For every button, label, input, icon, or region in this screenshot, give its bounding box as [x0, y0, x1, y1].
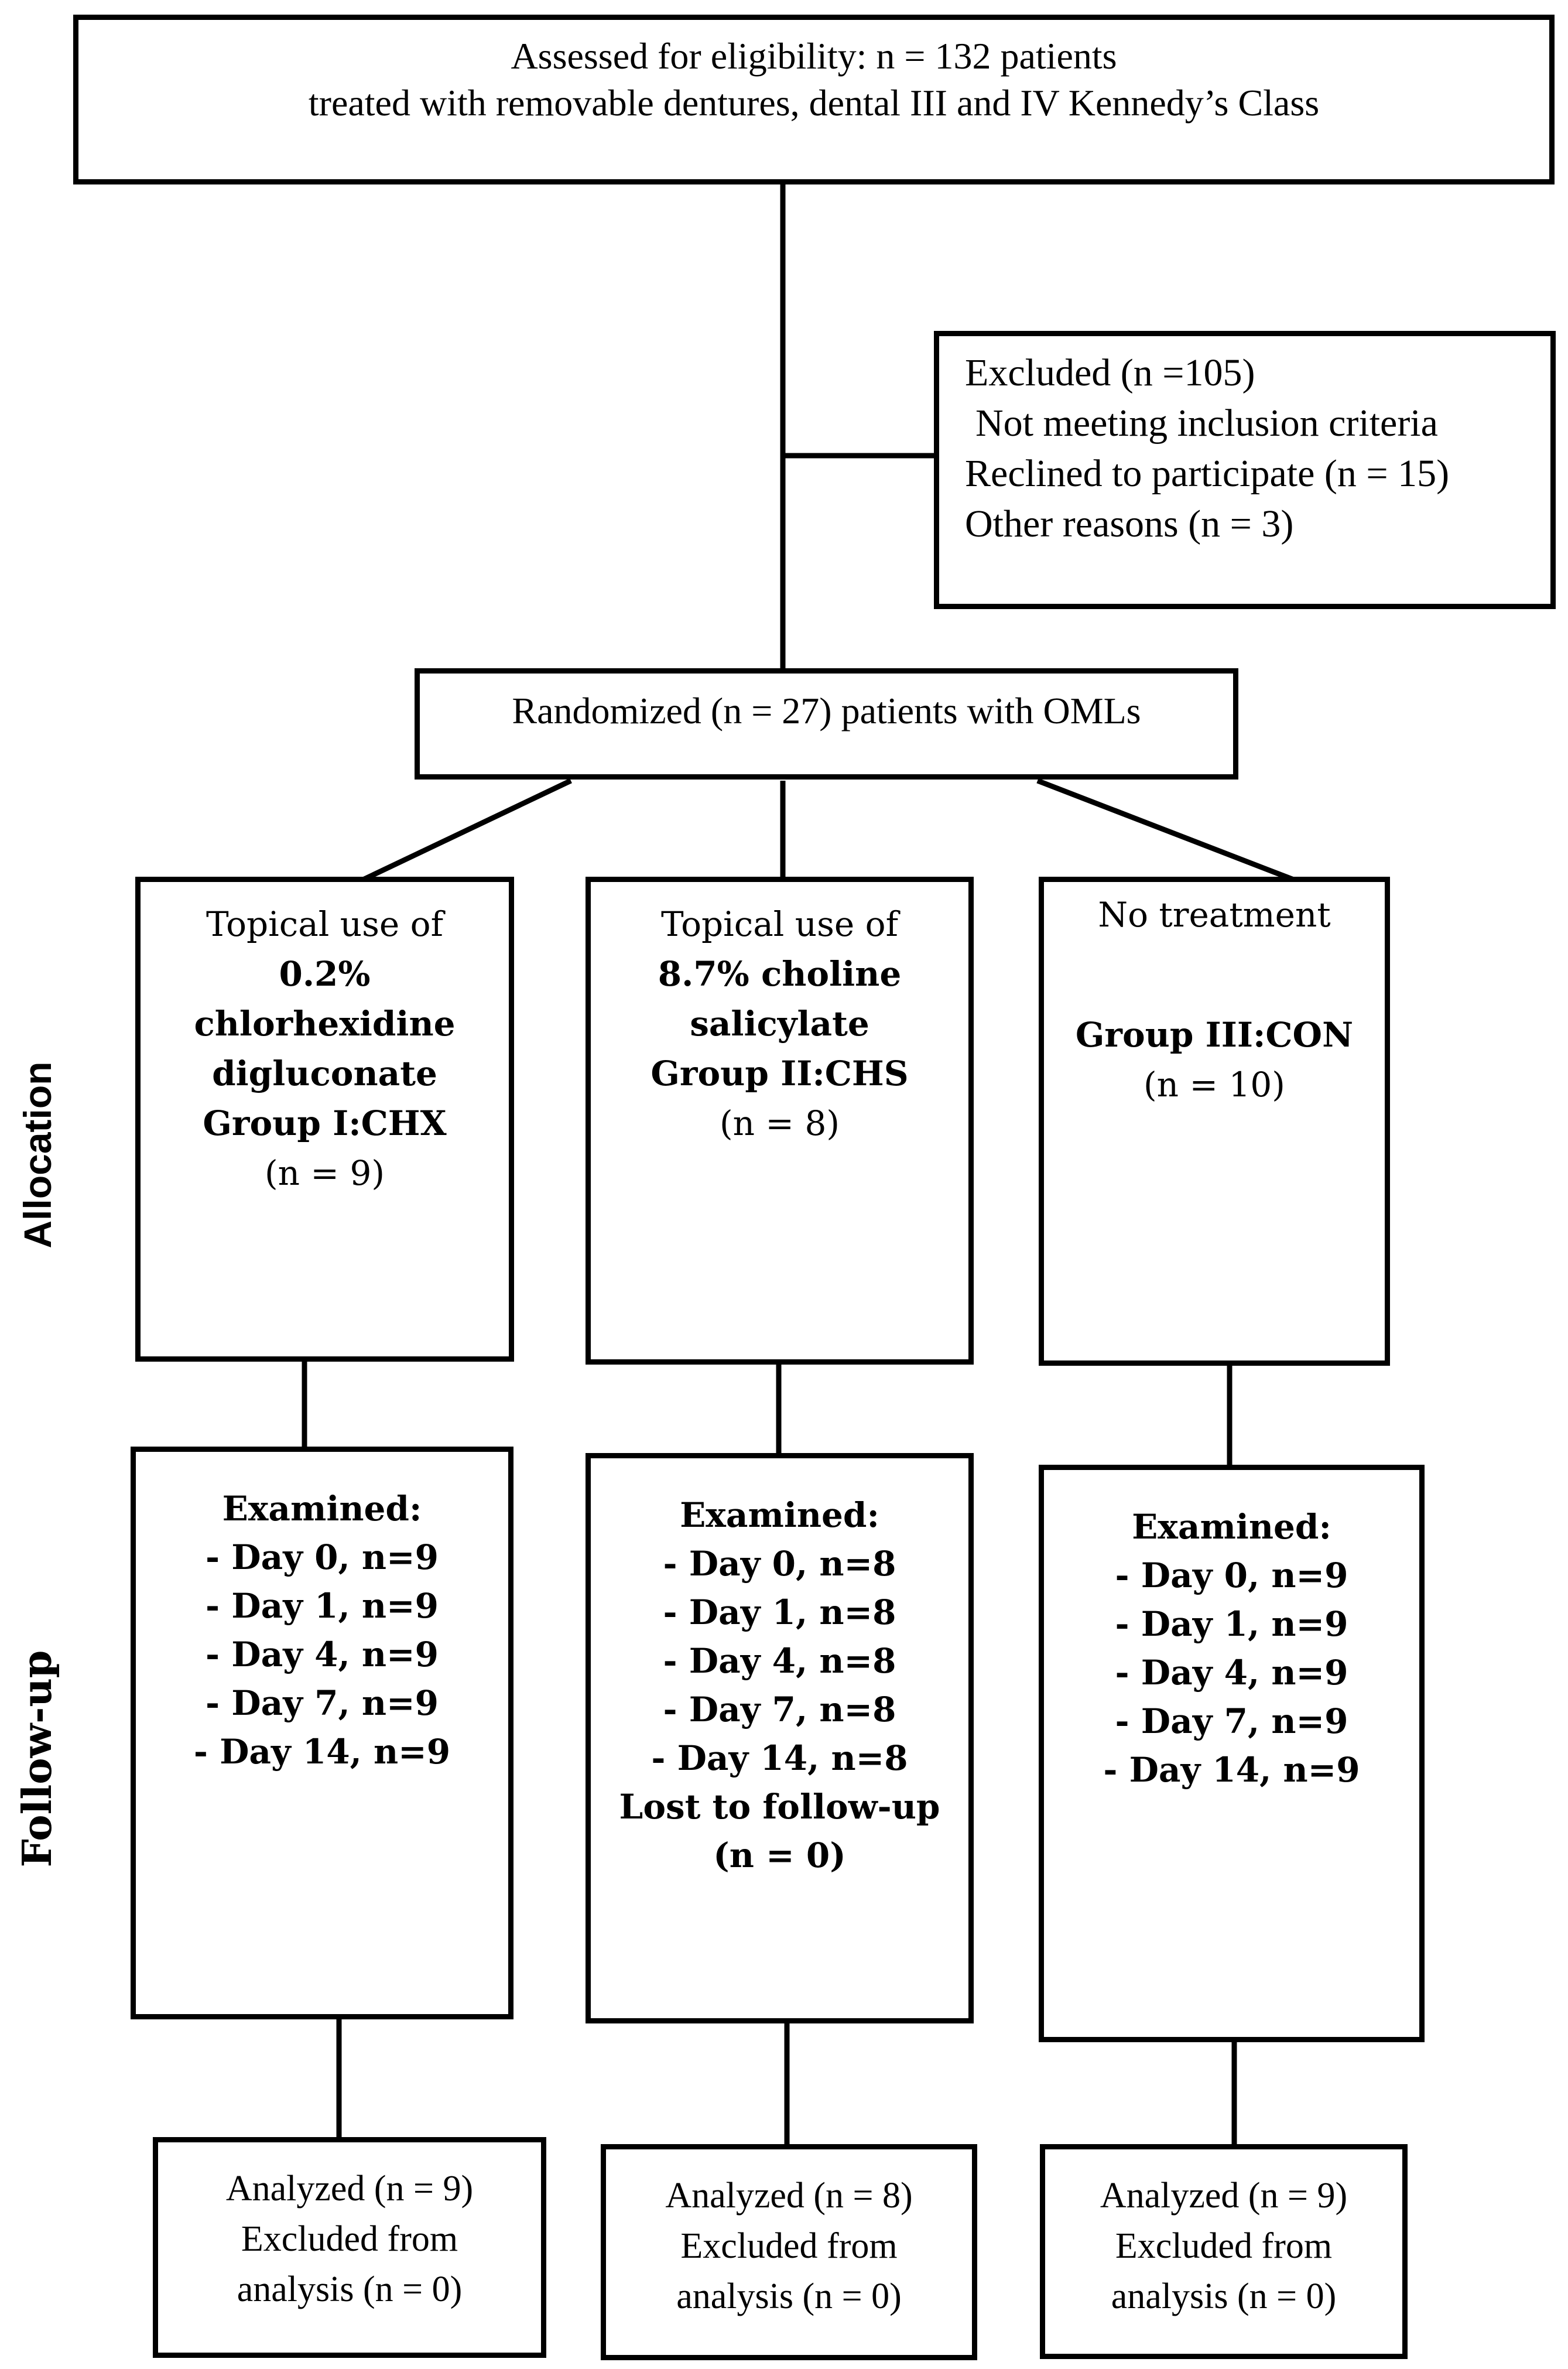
alloc-chx-n: (n = 9) [265, 1153, 385, 1193]
analysis-con-line-2: Excluded from [1115, 2226, 1333, 2266]
alloc-chx-agent-1: chlorhexidine [194, 1004, 456, 1044]
excluded-line-1: Excluded (n =105) [965, 351, 1255, 394]
stage-label-allocation: Allocation [16, 1061, 59, 1249]
alloc-chs-group-name: Group II:CHS [651, 1054, 909, 1093]
analysis-box-group2-chs: Analyzed (n = 8) Excluded from analysis … [601, 2144, 977, 2360]
fup-chx-day7: - Day 7, n=9 [206, 1683, 439, 1723]
stage-label-followup: Follow-up [14, 1650, 61, 1868]
fup-chs-lost-1: Lost to follow-up [619, 1787, 940, 1827]
fup-con-day7: - Day 7, n=9 [1115, 1701, 1348, 1741]
followup-box-group3-con: Examined: - Day 0, n=9 - Day 1, n=9 - Da… [1039, 1465, 1425, 2042]
followup-box-group2-chs: Examined: - Day 0, n=8 - Day 1, n=8 - Da… [586, 1453, 974, 2023]
eligibility-box: Assessed for eligibility: n = 132 patien… [73, 15, 1555, 184]
fup-con-header: Examined: [1132, 1507, 1331, 1547]
fup-con-day14: - Day 14, n=9 [1103, 1750, 1360, 1790]
alloc-con-n: (n = 10) [1144, 1065, 1285, 1105]
allocation-box-group2-chs: Topical use of 8.7% choline salicylate G… [586, 877, 974, 1365]
followup-box-group1-chx: Examined: - Day 0, n=9 - Day 1, n=9 - Da… [131, 1447, 513, 2019]
alloc-chx-intro: Topical use of [206, 904, 444, 944]
fup-con-day1: - Day 1, n=9 [1115, 1604, 1348, 1644]
analysis-chx-line-3: analysis (n = 0) [237, 2269, 463, 2309]
eligibility-line-1: Assessed for eligibility: n = 132 patien… [511, 35, 1117, 77]
fup-chx-day4: - Day 4, n=9 [206, 1635, 439, 1674]
allocation-box-group3-con: No treatment Group III:CON (n = 10) [1039, 877, 1390, 1366]
randomized-box: Randomized (n = 27) patients with OMLs [415, 668, 1238, 780]
fup-chs-day4: - Day 4, n=8 [663, 1641, 896, 1681]
fup-con-day0: - Day 0, n=9 [1115, 1556, 1348, 1595]
analysis-con-line-1: Analyzed (n = 9) [1100, 2176, 1348, 2216]
analysis-chs-line-3: analysis (n = 0) [676, 2276, 902, 2316]
excluded-line-4: Other reasons (n = 3) [965, 502, 1294, 545]
analysis-chx-line-2: Excluded from [241, 2219, 458, 2259]
connector-randomized-con [1036, 778, 1296, 883]
randomized-text: Randomized (n = 27) patients with OMLs [512, 690, 1141, 731]
fup-chs-day0: - Day 0, n=8 [663, 1544, 896, 1584]
fup-chs-day1: - Day 1, n=8 [663, 1592, 896, 1632]
alloc-chs-intro: Topical use of [660, 904, 899, 944]
fup-chx-day1: - Day 1, n=9 [206, 1586, 439, 1626]
fup-chs-day14: - Day 14, n=8 [651, 1738, 908, 1778]
excluded-line-2: Not meeting inclusion criteria [975, 402, 1438, 445]
analysis-box-group1-chx: Analyzed (n = 9) Excluded from analysis … [153, 2137, 546, 2358]
analysis-box-group3-con: Analyzed (n = 9) Excluded from analysis … [1040, 2144, 1408, 2359]
alloc-con-group-name: Group III:CON [1075, 1015, 1354, 1055]
fup-chs-header: Examined: [680, 1495, 879, 1535]
alloc-chs-n: (n = 8) [720, 1103, 840, 1143]
fup-chx-day14: - Day 14, n=9 [193, 1732, 451, 1772]
analysis-chx-line-1: Analyzed (n = 9) [225, 2169, 474, 2209]
excluded-line-3: Reclined to participate (n = 15) [965, 452, 1450, 495]
alloc-chx-concentration: 0.2% [279, 954, 371, 994]
excluded-box: Excluded (n =105) Not meeting inclusion … [934, 331, 1556, 609]
analysis-chs-line-1: Analyzed (n = 8) [665, 2176, 913, 2216]
alloc-chs-agent-2: salicylate [690, 1004, 869, 1044]
alloc-con-spacer [1044, 940, 1385, 1010]
alloc-chs-agent-1: 8.7% choline [658, 954, 902, 994]
fup-con-day4: - Day 4, n=9 [1115, 1653, 1348, 1693]
analysis-con-line-3: analysis (n = 0) [1111, 2276, 1337, 2316]
alloc-chx-agent-2: digluconate [212, 1054, 437, 1093]
connector-randomized-chx [361, 778, 572, 883]
analysis-chs-line-2: Excluded from [680, 2226, 898, 2266]
allocation-box-group1-chx: Topical use of 0.2% chlorhexidine digluc… [135, 877, 514, 1362]
fup-chx-header: Examined: [222, 1489, 422, 1529]
alloc-con-intro: No treatment [1098, 895, 1331, 935]
fup-chs-day7: - Day 7, n=8 [663, 1690, 896, 1729]
eligibility-line-2: treated with removable dentures, dental … [308, 82, 1320, 124]
fup-chx-day0: - Day 0, n=9 [206, 1537, 439, 1577]
alloc-chx-group-name: Group I:CHX [203, 1103, 447, 1143]
fup-chs-lost-2: (n = 0) [713, 1835, 846, 1875]
